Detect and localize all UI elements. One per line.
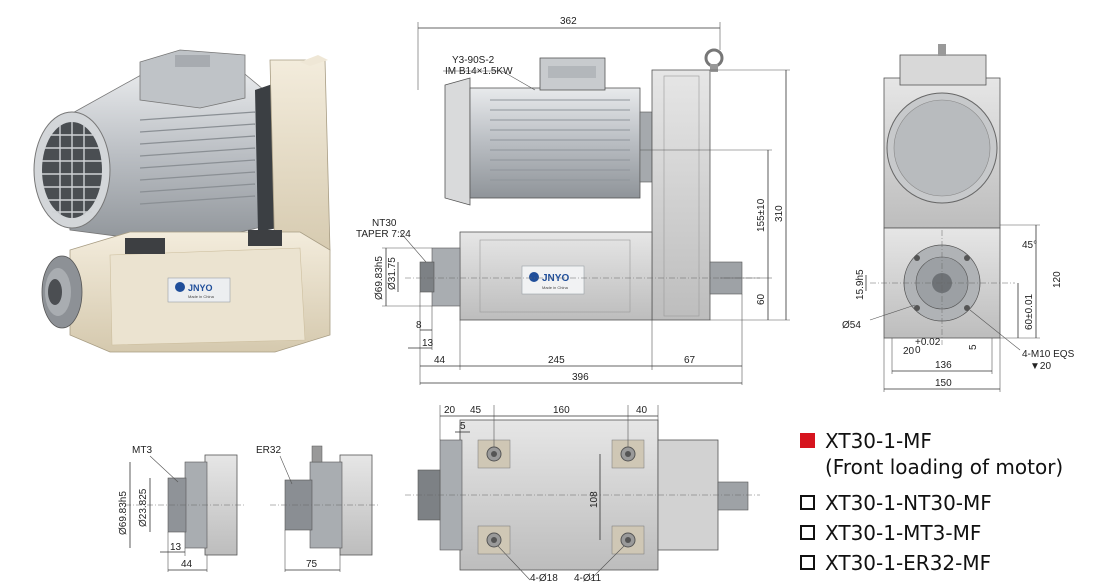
er32-dim-75: 75 xyxy=(306,559,318,570)
legend-item-er32[interactable]: XT30-1-ER32-MF xyxy=(800,550,1100,580)
legend-label-mf: XT30-1-MF xyxy=(825,429,932,453)
checkbox-checked-icon[interactable] xyxy=(800,433,815,448)
front-dim-136: 136 xyxy=(935,360,952,371)
front-dim-5: 5 xyxy=(968,344,979,350)
checkbox-empty-icon[interactable] xyxy=(800,495,815,510)
dim-13: 13 xyxy=(422,338,434,349)
front-dim-159: 15.9h5 xyxy=(855,269,866,300)
top-view-drawing: 20 45 160 40 5 108 4-Ø18 4-Ø11 xyxy=(405,405,760,584)
side-view-drawing: JNYO Made in China Y3-90S-2 IM B14×1.5KW… xyxy=(356,16,790,385)
front-dim-60: 60±0.01 xyxy=(1024,293,1035,330)
dim-8: 8 xyxy=(416,320,422,331)
taper-spec-label: TAPER 7:24 xyxy=(356,229,411,240)
front-dim-20-tol2: 0 xyxy=(915,345,921,356)
front-dim-150: 150 xyxy=(935,378,952,389)
checkbox-empty-icon[interactable] xyxy=(800,555,815,570)
legend-item-mt3[interactable]: XT30-1-MT3-MF xyxy=(800,520,1100,550)
top-dim-108: 108 xyxy=(589,491,600,508)
motor-model-label: Y3-90S-2 xyxy=(452,55,495,66)
er32-view-drawing: ER32 75 xyxy=(256,445,380,572)
dim-dia-inner: Ø31.75 xyxy=(387,257,398,290)
dim-60: 60 xyxy=(756,293,767,305)
side-logo-text: JNYO xyxy=(542,273,569,284)
model-legend: XT30-1-MF (Front loading of motor) XT30-… xyxy=(800,428,1100,580)
legend-item-mf[interactable]: XT30-1-MF (Front loading of motor) xyxy=(800,428,1100,490)
taper-label: NT30 xyxy=(372,218,397,229)
dim-155: 155±10 xyxy=(756,198,767,232)
mt3-view-drawing: MT3 Ø69.83h5 Ø23.825 13 44 xyxy=(118,445,245,572)
checkbox-empty-icon[interactable] xyxy=(800,525,815,540)
top-dim-5: 5 xyxy=(460,421,466,432)
dim-310: 310 xyxy=(774,205,785,222)
dim-362: 362 xyxy=(560,16,577,27)
top-dim-40: 40 xyxy=(636,405,648,416)
side-plate-sub: Made in China xyxy=(542,285,569,290)
front-thread-depth: ▼20 xyxy=(1030,361,1051,372)
dim-67: 67 xyxy=(684,355,696,366)
top-dim-20: 20 xyxy=(444,405,456,416)
top-holes-large: 4-Ø18 xyxy=(530,573,558,584)
legend-item-nt30[interactable]: XT30-1-NT30-MF xyxy=(800,490,1100,520)
top-holes-small: 4-Ø11 xyxy=(574,573,601,584)
legend-label-mt3: XT30-1-MT3-MF xyxy=(825,521,982,545)
front-thread: 4-M10 EQS xyxy=(1022,349,1075,360)
dim-245: 245 xyxy=(548,355,565,366)
er32-label: ER32 xyxy=(256,445,281,456)
front-dim-20: 20 xyxy=(903,346,915,357)
mt3-dia-inner: Ø23.825 xyxy=(138,488,149,527)
front-dim-54: Ø54 xyxy=(842,320,861,331)
top-dim-45: 45 xyxy=(470,405,482,416)
front-dim-120: 120 xyxy=(1052,271,1063,288)
mt3-dim-13: 13 xyxy=(170,542,182,553)
mt3-label: MT3 xyxy=(132,445,152,456)
mt3-dim-44: 44 xyxy=(181,559,193,570)
dim-396: 396 xyxy=(572,372,589,383)
product-render: JNYO Made in China xyxy=(33,49,331,353)
dim-44: 44 xyxy=(434,355,446,366)
motor-spec-label: IM B14×1.5KW xyxy=(445,66,513,77)
mt3-dia-outer: Ø69.83h5 xyxy=(118,491,129,535)
render-plate-sub: Made in China xyxy=(188,294,215,299)
top-dim-160: 160 xyxy=(553,405,570,416)
legend-label-er32: XT30-1-ER32-MF xyxy=(825,551,992,575)
front-dim-20-tol: +0.02 xyxy=(915,337,941,348)
dim-dia-outer: Ø69.83h5 xyxy=(374,256,385,300)
legend-label-nt30: XT30-1-NT30-MF xyxy=(825,491,992,515)
front-view-drawing: 45° 120 60±0.01 15.9h5 Ø54 20 +0.02 0 5 … xyxy=(842,44,1075,392)
legend-sub-mf: (Front loading of motor) xyxy=(825,455,1064,479)
front-angle: 45° xyxy=(1022,240,1037,251)
render-logo-text: JNYO xyxy=(188,283,213,293)
